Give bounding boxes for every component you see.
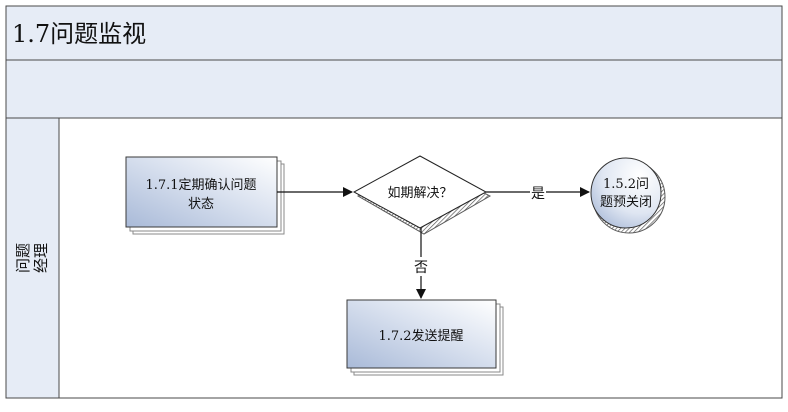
node-label-line1: 1.7.1定期确认问题 [145, 178, 256, 193]
decision-diamond [352, 155, 488, 229]
page-title: 1.7问题监视 [12, 20, 146, 48]
node-label: 1.7.2发送提醒 [378, 328, 463, 344]
node-decision[interactable]: 如期解决？ [352, 155, 492, 235]
lane-label-cell [5, 117, 60, 399]
node-confirm-status[interactable]: 1.7.1定期确认问题 状态 [125, 156, 285, 235]
lane-label: 问题 经理 [14, 243, 50, 273]
lane-label-line1: 问题 [14, 243, 32, 273]
lane-label-line2: 经理 [32, 243, 50, 273]
circle-label-line2: 题预关闭 [600, 195, 652, 210]
title-band [5, 5, 783, 61]
node-box [346, 299, 497, 369]
node-send-reminder[interactable]: 1.7.2发送提醒 [346, 299, 504, 376]
decision-label: 如期解决？ [387, 185, 452, 201]
circle-node [590, 157, 662, 229]
yes-label: 是 [531, 186, 545, 202]
yes-label-bg [530, 183, 546, 201]
no-label: 否 [414, 260, 428, 276]
circle-label-line1: 1.5.2问 [603, 177, 649, 192]
node-label-line2: 状态 [188, 197, 214, 212]
node-box [125, 156, 278, 228]
node-pre-close[interactable]: 1.5.2问 题预关闭 [590, 157, 666, 234]
no-label-bg [413, 257, 430, 276]
subtitle-band [5, 59, 783, 119]
